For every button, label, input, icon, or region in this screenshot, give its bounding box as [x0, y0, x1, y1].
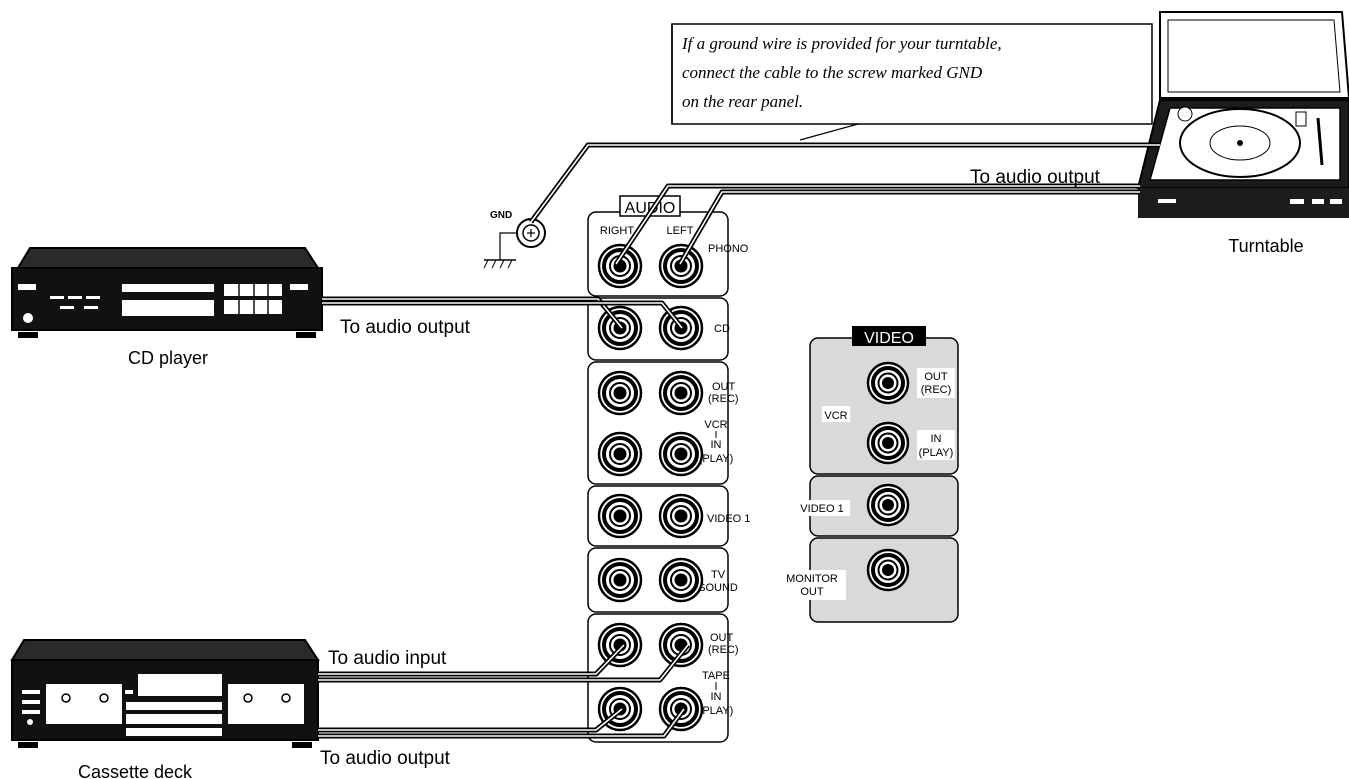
vcr-label: VCR	[704, 419, 727, 431]
tape-in-label: IN	[711, 691, 722, 703]
video1-audio-label: VIDEO 1	[707, 513, 750, 525]
gnd-screw	[483, 218, 546, 269]
cd-label: CD	[714, 323, 730, 335]
turntable-illustration	[1136, 11, 1349, 218]
video1-video-label: VIDEO 1	[800, 503, 843, 515]
vcr-out-right-jack[interactable]	[597, 370, 643, 416]
note-line-3: on the rear panel.	[682, 92, 803, 111]
tape-input-cable	[318, 643, 690, 683]
video-out-rec-label: (REC)	[921, 384, 952, 396]
turntable-label: Turntable	[1228, 236, 1303, 256]
note-pointer	[799, 123, 859, 141]
ground-note: If a ground wire is provided for your tu…	[671, 23, 1153, 141]
video-out-label: OUT	[924, 371, 948, 383]
cassette-deck-label: Cassette deck	[78, 762, 193, 779]
vcr-in-left-jack[interactable]	[658, 431, 704, 477]
monitor-label: MONITOR	[786, 573, 838, 585]
tape-input-cable-label: To audio input	[328, 648, 447, 669]
video-vcr-out-jack[interactable]	[866, 361, 910, 405]
cassette-deck-illustration	[10, 639, 320, 748]
tv-left-jack[interactable]	[658, 557, 704, 603]
tape-out-left-jack[interactable]	[658, 622, 704, 668]
tape-output-cable	[318, 707, 687, 739]
vcr-in-right-jack[interactable]	[597, 431, 643, 477]
tape-out-right-jack[interactable]	[597, 622, 643, 668]
tape-in-play-label: (PLAY)	[699, 705, 734, 717]
tape-out-label: OUT	[710, 632, 734, 644]
cd-player-illustration	[11, 247, 323, 338]
video-vcr-in-jack[interactable]	[866, 421, 910, 465]
tape-label: TAPE	[702, 670, 730, 682]
turntable-audio-cable	[613, 183, 1140, 266]
vcr-in-play-label: (PLAY)	[699, 453, 734, 465]
note-line-1: If a ground wire is provided for your tu…	[681, 34, 1002, 53]
cd-cable	[322, 296, 684, 330]
vcr-out-rec-label: (REC)	[708, 393, 739, 405]
cd-cable-label: To audio output	[340, 317, 471, 338]
turntable-ground-cable	[528, 142, 1160, 224]
video-monitor-out-jack[interactable]	[866, 548, 910, 592]
video1-left-jack[interactable]	[658, 493, 704, 539]
video-title-box	[852, 326, 926, 346]
phono-left-jack[interactable]	[658, 243, 704, 289]
phono-label: PHONO	[708, 243, 749, 255]
video-vcr-label: VCR	[824, 410, 847, 422]
video-video1-jack[interactable]	[866, 483, 910, 527]
tape-output-cable-label: To audio output	[320, 748, 451, 769]
video1-right-jack[interactable]	[597, 493, 643, 539]
tv-right-jack[interactable]	[597, 557, 643, 603]
left-channel-label: LEFT	[667, 225, 694, 237]
video-panel-title: VIDEO	[864, 330, 914, 347]
sound-label: SOUND	[698, 582, 738, 594]
monitor-out-label: OUT	[800, 586, 824, 598]
tape-out-rec-label: (REC)	[708, 644, 739, 656]
turntable-cable-label: To audio output	[970, 167, 1101, 188]
cd-player-label: CD player	[128, 348, 208, 368]
video-in-play-label: (PLAY)	[919, 447, 954, 459]
vcr-in-label: IN	[711, 439, 722, 451]
video-in-label: IN	[931, 433, 942, 445]
vcr-out-label: OUT	[712, 381, 736, 393]
phono-right-jack[interactable]	[597, 243, 643, 289]
tv-label: TV	[711, 569, 726, 581]
gnd-label: GND	[490, 210, 512, 221]
note-line-2: connect the cable to the screw marked GN…	[682, 63, 983, 82]
vcr-out-left-jack[interactable]	[658, 370, 704, 416]
right-channel-label: RIGHT	[600, 225, 635, 237]
